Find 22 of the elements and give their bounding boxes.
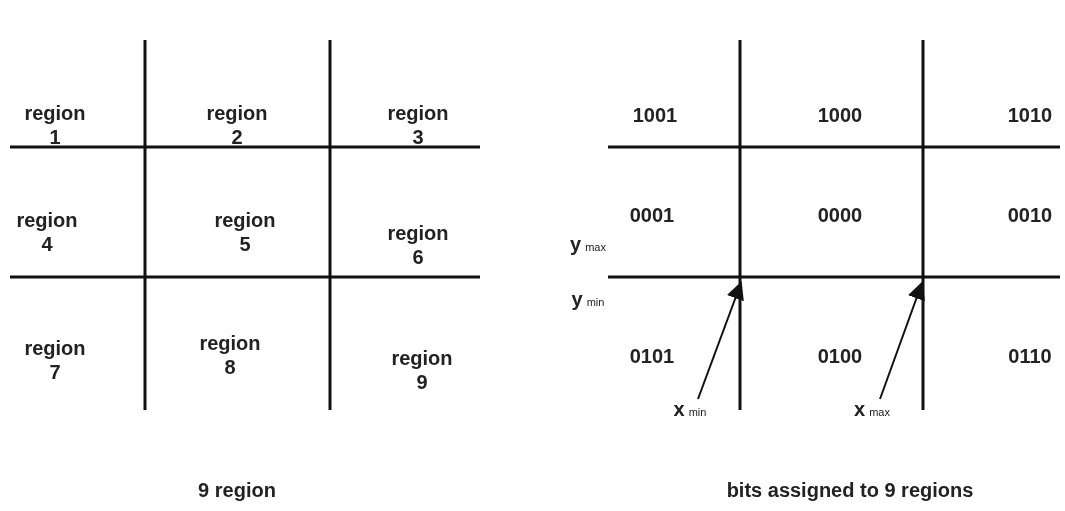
- region-label: region 2: [205, 101, 269, 149]
- region-label: region 7: [23, 336, 87, 384]
- leader-arrow: [879, 281, 925, 400]
- region-code: 0001: [629, 203, 675, 227]
- region-code: 0100: [817, 344, 863, 368]
- region-label: region 9: [390, 346, 454, 394]
- region-label: region 6: [386, 221, 450, 269]
- region-label: region 4: [15, 208, 79, 256]
- leader-arrow: [697, 281, 744, 400]
- region-code: 1010: [1007, 103, 1053, 127]
- region-code: 0000: [817, 203, 863, 227]
- region-code: 1000: [817, 103, 863, 127]
- caption: bits assigned to 9 regions: [726, 478, 974, 502]
- caption: 9 region: [198, 478, 276, 502]
- region-code: 1001: [632, 103, 678, 127]
- region-code: 0101: [629, 344, 675, 368]
- region-code: 0110: [1008, 344, 1052, 368]
- region-label: region 5: [213, 208, 277, 256]
- region-label: region 1: [23, 101, 87, 149]
- region-code: 0010: [1007, 203, 1053, 227]
- region-label: region 3: [386, 101, 450, 149]
- region-label: region 8: [198, 331, 262, 379]
